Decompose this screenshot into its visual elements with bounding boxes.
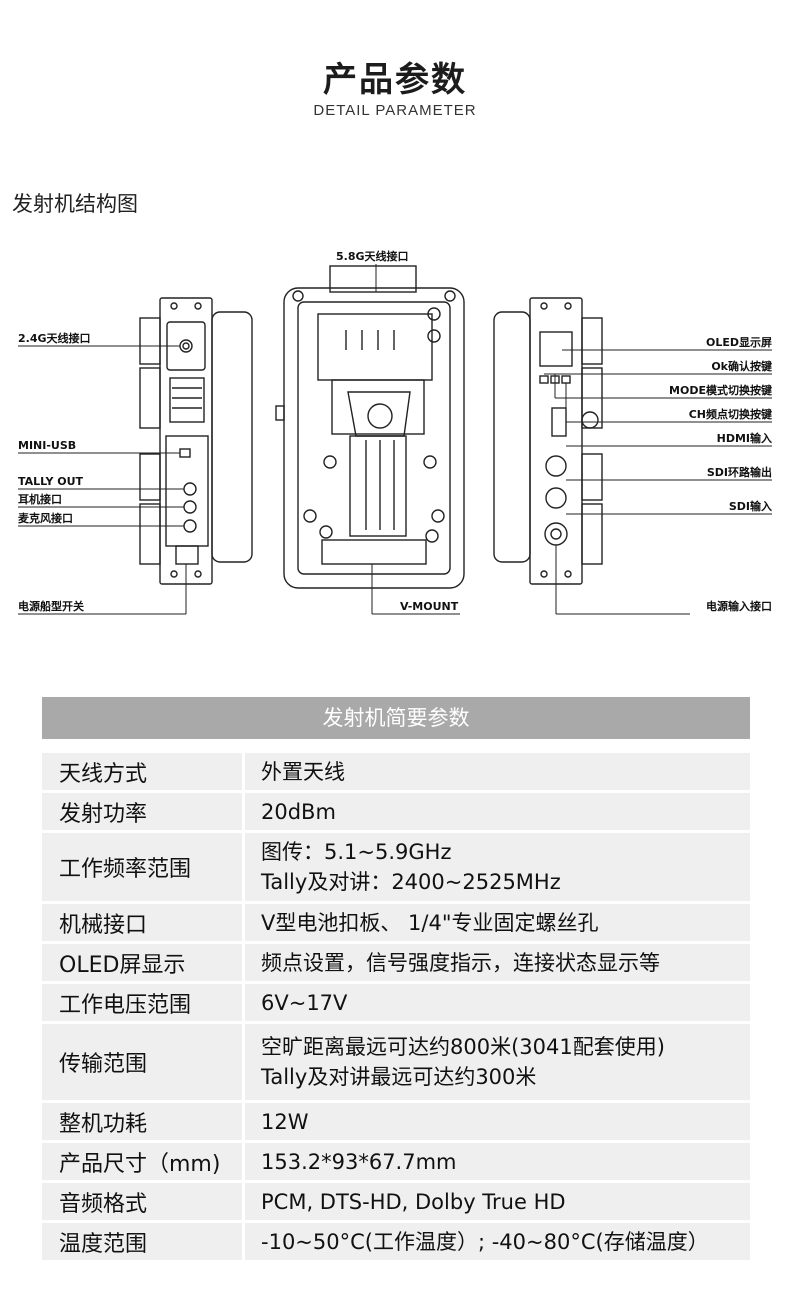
spec-key: 工作频率范围	[42, 833, 245, 901]
spec-row-range: 传输范围 空旷距离最远可达约800米(3041配套使用)Tally及对讲最远可达…	[42, 1024, 750, 1100]
label-antenna-58: 5.8G天线接口	[336, 249, 409, 263]
label-mode-button: MODE模式切换按键	[669, 383, 773, 397]
label-antenna-24: 2.4G天线接口	[18, 331, 91, 345]
label-oled: OLED显示屏	[706, 336, 772, 349]
spec-value: 12W	[261, 1109, 309, 1134]
spec-row-antenna: 天线方式 外置天线	[42, 753, 750, 790]
label-power-switch: 电源船型开关	[18, 599, 84, 613]
spec-table: 天线方式 外置天线 发射功率 20dBm 工作频率范围 图传：5.1~5.9GH…	[42, 753, 750, 1263]
spec-value: 153.2*93*67.7mm	[261, 1149, 457, 1174]
label-ch-button: CH频点切换按键	[689, 407, 773, 421]
spec-key: 机械接口	[42, 904, 245, 941]
spec-key: 音频格式	[42, 1183, 245, 1220]
spec-row-temperature: 温度范围 -10~50°C(工作温度）; -40~80°C(存储温度）	[42, 1223, 750, 1260]
transmitter-structure-diagram: 5.8G天线接口 2.4G天线接口 MINI-USB TALLY OUT 耳机接…	[18, 249, 773, 615]
spec-value: -10~50°C(工作温度）; -40~80°C(存储温度）	[261, 1229, 709, 1254]
diagram-section-title: 发射机结构图	[12, 192, 138, 216]
label-power-in: 电源输入接口	[706, 599, 772, 613]
label-mic: 麦克风接口	[18, 511, 73, 525]
right-side-view	[493, 297, 603, 585]
spec-key: OLED屏显示	[42, 944, 245, 981]
label-sdi-in: SDI输入	[729, 499, 772, 513]
label-mini-usb: MINI-USB	[18, 439, 76, 452]
page-subtitle: DETAIL PARAMETER	[313, 102, 477, 119]
label-sdi-loop: SDI环路输出	[707, 465, 772, 479]
label-hdmi-in: HDMI输入	[717, 431, 772, 445]
spec-key: 产品尺寸（mm)	[42, 1143, 245, 1180]
spec-key: 工作电压范围	[42, 984, 245, 1021]
page-title: 产品参数	[323, 60, 467, 100]
label-tally-out: TALLY OUT	[18, 475, 84, 488]
spec-value: V型电池扣板、 1/4"专业固定螺丝孔	[261, 910, 599, 935]
spec-row-mechanical: 机械接口 V型电池扣板、 1/4"专业固定螺丝孔	[42, 904, 750, 941]
spec-key: 发射功率	[42, 793, 245, 830]
spec-key: 天线方式	[42, 753, 245, 790]
spec-table-title: 发射机简要参数	[42, 697, 750, 739]
spec-value: 空旷距离最远可达约800米(3041配套使用)Tally及对讲最远可达约300米	[261, 1035, 665, 1089]
spec-value: 外置天线	[261, 759, 345, 784]
spec-key: 温度范围	[42, 1223, 245, 1260]
spec-row-power: 发射功率 20dBm	[42, 793, 750, 830]
label-vmount: V-MOUNT	[400, 600, 459, 613]
spec-value: PCM, DTS-HD, Dolby True HD	[261, 1189, 566, 1214]
spec-value: 频点设置，信号强度指示，连接状态显示等	[261, 950, 660, 975]
spec-row-oled: OLED屏显示 频点设置，信号强度指示，连接状态显示等	[42, 944, 750, 981]
spec-value: 20dBm	[261, 799, 336, 824]
spec-value: 6V~17V	[261, 990, 348, 1015]
spec-row-audio: 音频格式 PCM, DTS-HD, Dolby True HD	[42, 1183, 750, 1220]
spec-key: 整机功耗	[42, 1103, 245, 1140]
center-back-view	[275, 265, 465, 589]
spec-row-consumption: 整机功耗 12W	[42, 1103, 750, 1140]
spec-row-size: 产品尺寸（mm) 153.2*93*67.7mm	[42, 1143, 750, 1180]
spec-row-voltage: 工作电压范围 6V~17V	[42, 984, 750, 1021]
label-headphone: 耳机接口	[18, 492, 62, 506]
left-side-view	[139, 297, 253, 585]
spec-key: 传输范围	[42, 1024, 245, 1100]
label-ok-button: Ok确认按键	[711, 359, 773, 373]
